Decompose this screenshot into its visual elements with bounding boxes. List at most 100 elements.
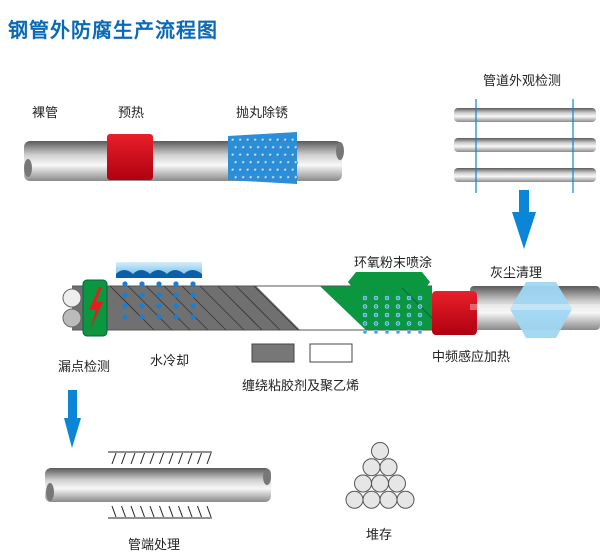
water-cooling-sprayer [116,262,202,278]
end-hatching [108,451,212,519]
hatch-line [111,505,117,518]
shot-dot [264,145,268,150]
powder-dot [362,312,368,318]
shot-dot [246,138,250,142]
shot-dot [253,138,258,142]
powder-dot [406,304,412,309]
down-arrow-icon [64,390,81,448]
label-preheat: 预热 [118,106,145,121]
shot-blast-unit [228,132,297,184]
powder-dot [395,312,401,318]
label-visual-inspection: 管道外观检测 [483,74,562,89]
down-arrow-icon [512,190,536,249]
shot-dot [238,168,243,172]
shot-dot [294,160,298,165]
powder-dot [373,329,379,335]
water-drop [139,303,145,309]
shot-dot [268,138,273,142]
powder-dot [373,295,379,301]
powder-dot [384,329,390,335]
wrap-stripe [199,285,245,331]
stacked-pipe [371,474,389,493]
water-drop [156,281,162,287]
epoxy-sprayer [348,272,430,292]
pipe-stack [345,442,415,509]
shot-dot [271,160,276,165]
powder-dot [395,329,401,335]
shot-dot [279,160,283,165]
lightning-icon [89,287,103,330]
shot-dot [291,138,295,142]
wrap-stripe [163,285,209,331]
label-mid-freq-heating: 中频感应加热 [432,350,511,365]
powder-dot [362,304,368,309]
shot-dot [271,145,276,150]
stacked-pipe [396,490,415,509]
shot-dot [256,175,261,180]
water-drop [122,292,128,298]
hatch-line [130,505,136,518]
shot-dot [291,153,295,157]
powder-dot [417,321,423,326]
water-drop [173,303,179,309]
page-title: 钢管外防腐生产流程图 [8,18,218,42]
powder-dot [373,304,379,309]
water-drop [156,303,162,309]
wrap-stripe [127,285,173,331]
hatch-line [206,505,212,518]
shot-dot [276,168,280,172]
hatch-line [130,452,136,465]
hatch-line [140,452,145,465]
shot-dot [253,153,258,157]
water-drop [190,314,196,320]
label-storage: 堆存 [366,528,393,543]
shot-dot [246,168,250,172]
water-drop [190,303,196,309]
hatch-line [140,505,145,518]
shot-dot [246,153,250,157]
water-drop [122,303,128,309]
powder-dot [373,321,379,326]
hatch-line [206,452,212,465]
epoxy-powder-dots [362,295,423,335]
stacked-pipe [379,490,398,509]
inspection-pipes [454,99,596,193]
hatch-line [149,452,155,465]
pipe-end-treatment-pipe [45,468,271,502]
holiday-detector [82,279,108,337]
shot-dot [283,153,288,157]
stacked-pipe [345,490,364,509]
shot-dot [231,168,235,172]
shot-dot [256,145,261,150]
shot-dot [241,145,246,150]
powder-dot [395,295,401,301]
shot-dot [249,175,253,180]
stacked-pipe [362,490,381,509]
stacked-pipe [354,474,372,493]
shot-dot [241,160,246,165]
water-drop [173,292,179,298]
label-holiday-detection: 漏点检测 [58,360,111,375]
water-drop [139,281,145,287]
shot-dot [286,160,291,165]
shot-dot [249,160,253,165]
powder-dot [362,321,368,326]
hatch-line [168,452,174,465]
shot-dot [279,145,283,150]
shot-blast-dots [231,138,298,180]
water-drop [122,281,128,287]
powder-dot [395,304,401,309]
shot-dot [268,153,273,157]
powder-dot [406,329,412,335]
shot-dot [279,175,283,180]
shot-dot [261,138,265,142]
shot-dot [249,145,253,150]
powder-dot [406,295,412,301]
induction-heater [432,291,477,335]
label-water-cooling: 水冷却 [150,354,190,369]
shot-dot [241,175,246,180]
powder-dot [362,295,368,301]
wrap-stripe [235,285,281,331]
hatch-line [149,505,155,518]
